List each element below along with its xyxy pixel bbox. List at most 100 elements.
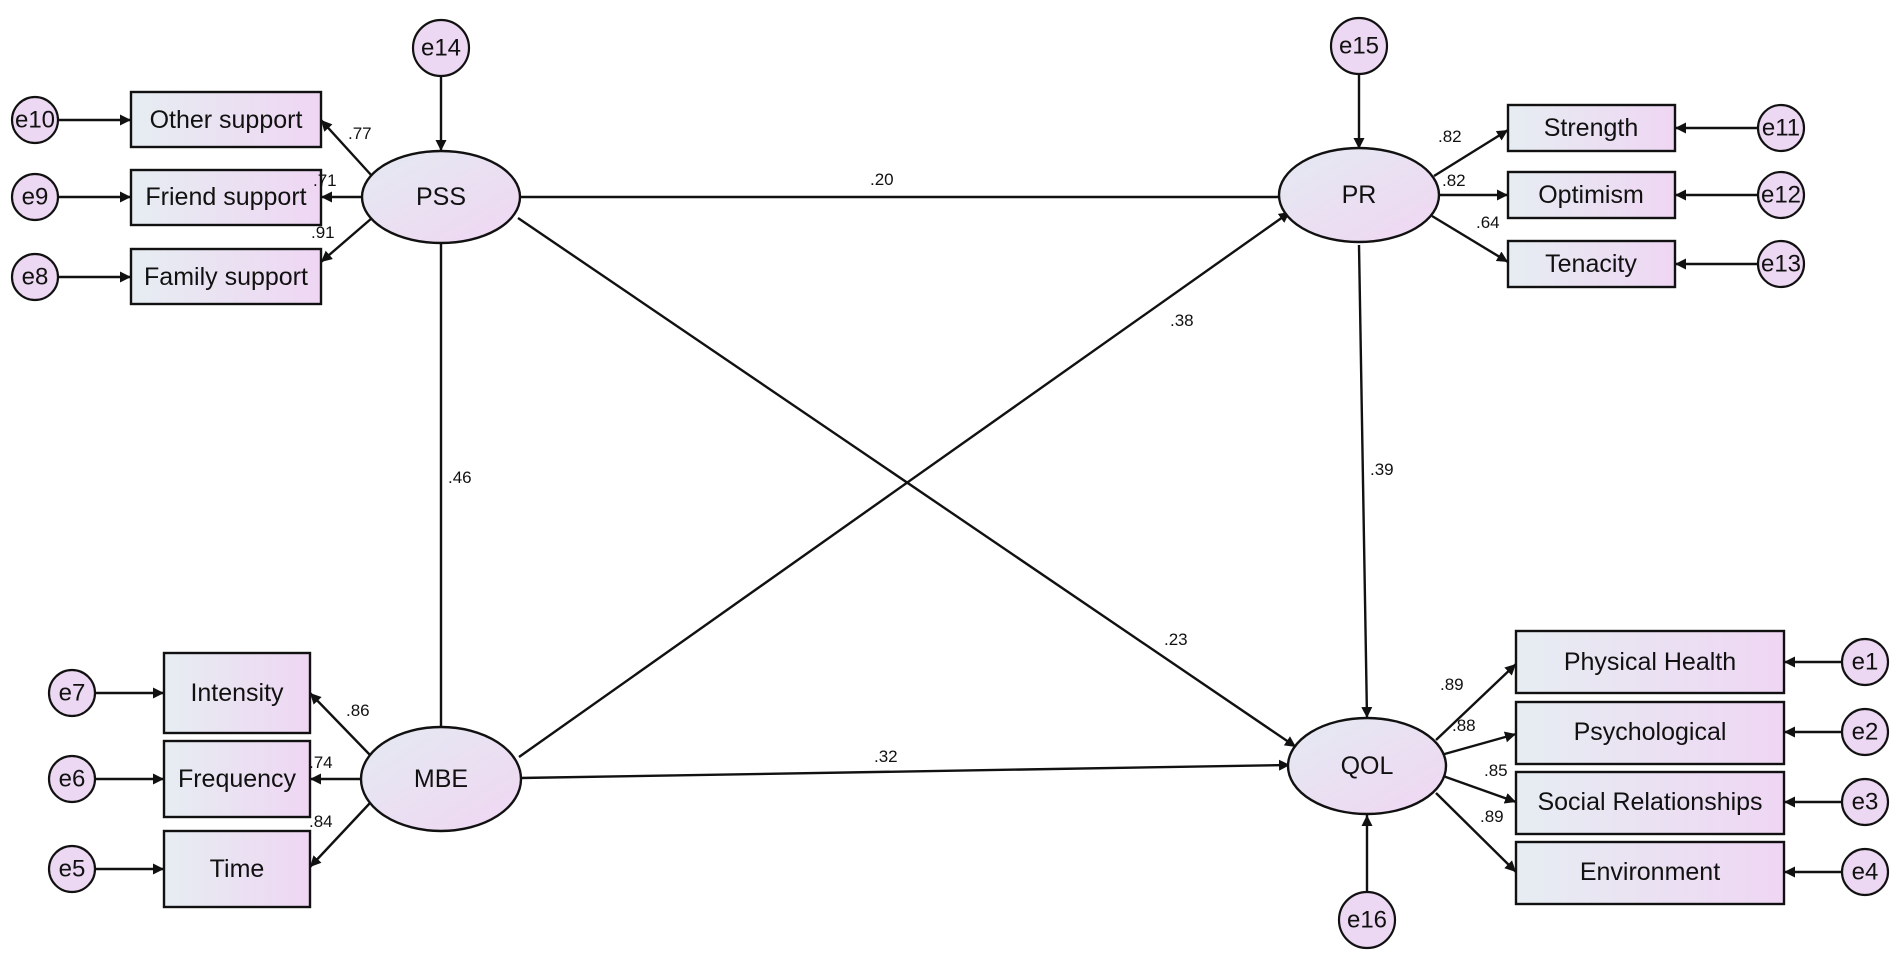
- svg-text:Optimism: Optimism: [1538, 181, 1644, 209]
- svg-text:e12: e12: [1761, 182, 1801, 209]
- indicator-physical-health[interactable]: Physical Health: [1514, 629, 1786, 695]
- loading-qol-social-relationships: [1442, 774, 1517, 804]
- error-e9[interactable]: e9: [10, 172, 60, 222]
- coef-pr-strength: .82: [1438, 127, 1462, 146]
- indicator-other-support[interactable]: Other support: [129, 90, 323, 149]
- coef-mbe-intensity: .86: [346, 701, 370, 720]
- svg-text:e15: e15: [1339, 33, 1379, 60]
- path-pr-qol: [1357, 244, 1373, 719]
- path-mbe-qol: [519, 759, 1291, 780]
- error-e5[interactable]: e5: [47, 844, 97, 894]
- indicator-intensity[interactable]: Intensity: [162, 651, 312, 735]
- coef-pss-qol: .23: [1164, 630, 1188, 649]
- latent-qol[interactable]: QOL: [1286, 716, 1448, 816]
- coef-qol-psychological: .88: [1452, 716, 1476, 735]
- svg-text:PSS: PSS: [416, 183, 466, 211]
- path-mbe-pr: [518, 211, 1291, 758]
- svg-text:Family support: Family support: [144, 263, 308, 291]
- indicators: Other support Friend support Family supp…: [129, 90, 1786, 909]
- svg-text:e4: e4: [1852, 859, 1879, 886]
- coef-pss-pr: .20: [870, 170, 894, 189]
- svg-text:e8: e8: [22, 264, 49, 291]
- indicator-environment[interactable]: Environment: [1514, 840, 1786, 906]
- svg-text:MBE: MBE: [414, 765, 468, 793]
- indicator-tenacity[interactable]: Tenacity: [1506, 239, 1677, 289]
- coef-pr-qol: .39: [1370, 460, 1394, 479]
- svg-text:e1: e1: [1852, 649, 1879, 676]
- indicator-frequency[interactable]: Frequency: [162, 739, 312, 819]
- coef-mbe-qol: .32: [874, 747, 898, 766]
- svg-text:e3: e3: [1852, 789, 1879, 816]
- error-e2[interactable]: e2: [1840, 707, 1890, 757]
- loading-pss-other-support: [320, 119, 373, 177]
- svg-text:Environment: Environment: [1580, 858, 1720, 886]
- latent-pr[interactable]: PR: [1277, 146, 1441, 244]
- indicator-strength[interactable]: Strength: [1506, 103, 1677, 153]
- svg-text:e16: e16: [1347, 907, 1387, 934]
- latent-mbe[interactable]: MBE: [359, 725, 523, 833]
- indicator-friend-support[interactable]: Friend support: [129, 168, 323, 227]
- svg-text:Physical Health: Physical Health: [1564, 648, 1736, 676]
- error-e13[interactable]: e13: [1756, 239, 1806, 289]
- svg-text:e9: e9: [22, 184, 49, 211]
- coef-pss-other-support: .77: [348, 124, 372, 143]
- error-e11[interactable]: e11: [1756, 103, 1806, 153]
- coef-pss-friend-support: .71: [313, 171, 337, 190]
- svg-text:e2: e2: [1852, 719, 1879, 746]
- svg-text:QOL: QOL: [1341, 752, 1394, 780]
- loading-qol-environment: [1435, 792, 1517, 873]
- error-e14[interactable]: e14: [411, 18, 471, 78]
- svg-text:Strength: Strength: [1544, 114, 1639, 142]
- coefficients: .20 .38 .46 .39 .23 .32 .77 .71 .91 .82 …: [309, 124, 1508, 831]
- error-terms: e1 e2 e3 e4 e5 e6 e7 e8 e9 e10 e11 e12 e…: [10, 16, 1890, 950]
- error-e15[interactable]: e15: [1329, 16, 1389, 76]
- edges: [58, 74, 1841, 893]
- coef-qol-physical-health: .89: [1440, 675, 1464, 694]
- indicator-social-relationships[interactable]: Social Relationships: [1514, 770, 1786, 836]
- coef-mbe-frequency: .74: [309, 753, 333, 772]
- indicator-family-support[interactable]: Family support: [129, 247, 323, 306]
- indicator-optimism[interactable]: Optimism: [1506, 170, 1677, 220]
- svg-text:PR: PR: [1342, 181, 1377, 209]
- svg-text:e5: e5: [59, 856, 86, 883]
- loading-mbe-time: [309, 802, 371, 868]
- coef-pr-tenacity: .64: [1476, 213, 1500, 232]
- svg-text:Tenacity: Tenacity: [1545, 250, 1637, 278]
- latent-pss[interactable]: PSS: [360, 149, 522, 245]
- loading-qol-physical-health: [1435, 663, 1517, 741]
- svg-text:Social Relationships: Social Relationships: [1537, 788, 1762, 816]
- svg-text:Frequency: Frequency: [178, 765, 297, 793]
- path-pss-qol: [517, 217, 1297, 748]
- svg-text:Time: Time: [210, 855, 265, 883]
- svg-text:e10: e10: [15, 107, 55, 134]
- coef-pr-optimism: .82: [1442, 171, 1466, 190]
- svg-text:e14: e14: [421, 35, 461, 62]
- loading-mbe-intensity: [309, 692, 371, 756]
- svg-text:Intensity: Intensity: [190, 679, 284, 707]
- error-e1[interactable]: e1: [1840, 637, 1890, 687]
- svg-text:e6: e6: [59, 766, 86, 793]
- error-e6[interactable]: e6: [47, 754, 97, 804]
- error-e7[interactable]: e7: [47, 668, 97, 718]
- svg-text:Friend support: Friend support: [145, 183, 306, 211]
- error-e4[interactable]: e4: [1840, 847, 1890, 897]
- latents: PSS PR MBE QOL: [359, 146, 1448, 833]
- coef-qol-social-relationships: .85: [1484, 761, 1508, 780]
- error-e12[interactable]: e12: [1756, 170, 1806, 220]
- indicator-psychological[interactable]: Psychological: [1514, 700, 1786, 766]
- loading-pr-tenacity: [1431, 214, 1509, 264]
- loading-pr-strength: [1433, 128, 1509, 178]
- coef-qol-environment: .89: [1480, 807, 1504, 826]
- coef-mbe-time: .84: [309, 812, 333, 831]
- error-e16[interactable]: e16: [1337, 890, 1397, 950]
- indicator-time[interactable]: Time: [162, 829, 312, 909]
- loading-qol-psychological: [1440, 731, 1517, 757]
- svg-text:e7: e7: [59, 680, 86, 707]
- coef-mbe-pr: .38: [1170, 311, 1194, 330]
- error-e8[interactable]: e8: [10, 252, 60, 302]
- error-e3[interactable]: e3: [1840, 777, 1890, 827]
- svg-text:Other support: Other support: [150, 106, 303, 134]
- error-e10[interactable]: e10: [10, 95, 60, 145]
- svg-text:Psychological: Psychological: [1574, 718, 1727, 746]
